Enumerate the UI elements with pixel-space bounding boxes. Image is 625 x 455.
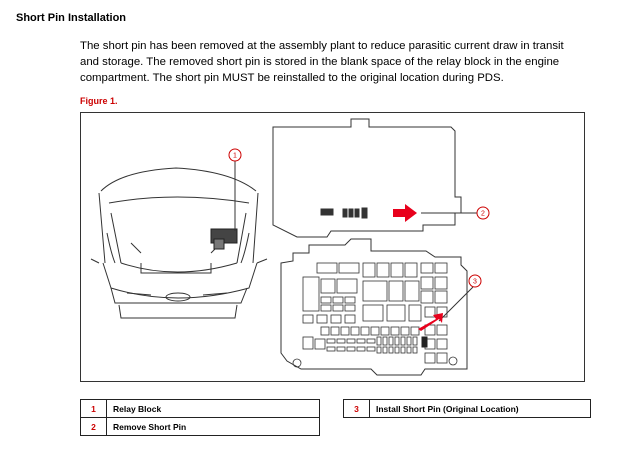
relay-cover: [272, 118, 462, 238]
legend-number: 3: [343, 399, 370, 418]
legend-row: 1 Relay Block: [80, 399, 320, 418]
callout-2: 2: [481, 211, 485, 218]
section-title: Short Pin Installation: [16, 12, 127, 24]
relay-block-diagram: 1 2 3: [90, 118, 490, 376]
vehicle-illustration: [90, 167, 268, 319]
legend-row: 2 Remove Short Pin: [80, 417, 320, 436]
relay-block-open: [280, 238, 468, 376]
figure-illustration: 1 2 3: [80, 112, 585, 382]
legend-table-left: 1 Relay Block 2 Remove Short Pin: [80, 399, 320, 436]
legend-text: Install Short Pin (Original Location): [369, 399, 591, 418]
legend-row: 3 Install Short Pin (Original Location): [343, 399, 591, 418]
figure-label: Figure 1.: [80, 96, 118, 106]
legend-number: 2: [80, 417, 107, 436]
callout-1: 1: [233, 153, 237, 160]
legend-table-right: 3 Install Short Pin (Original Location): [343, 399, 591, 418]
instruction-paragraph: The short pin has been removed at the as…: [80, 40, 564, 84]
legend-text: Remove Short Pin: [106, 417, 320, 436]
legend-number: 1: [80, 399, 107, 418]
legend-text: Relay Block: [106, 399, 320, 418]
callout-3: 3: [473, 279, 477, 286]
